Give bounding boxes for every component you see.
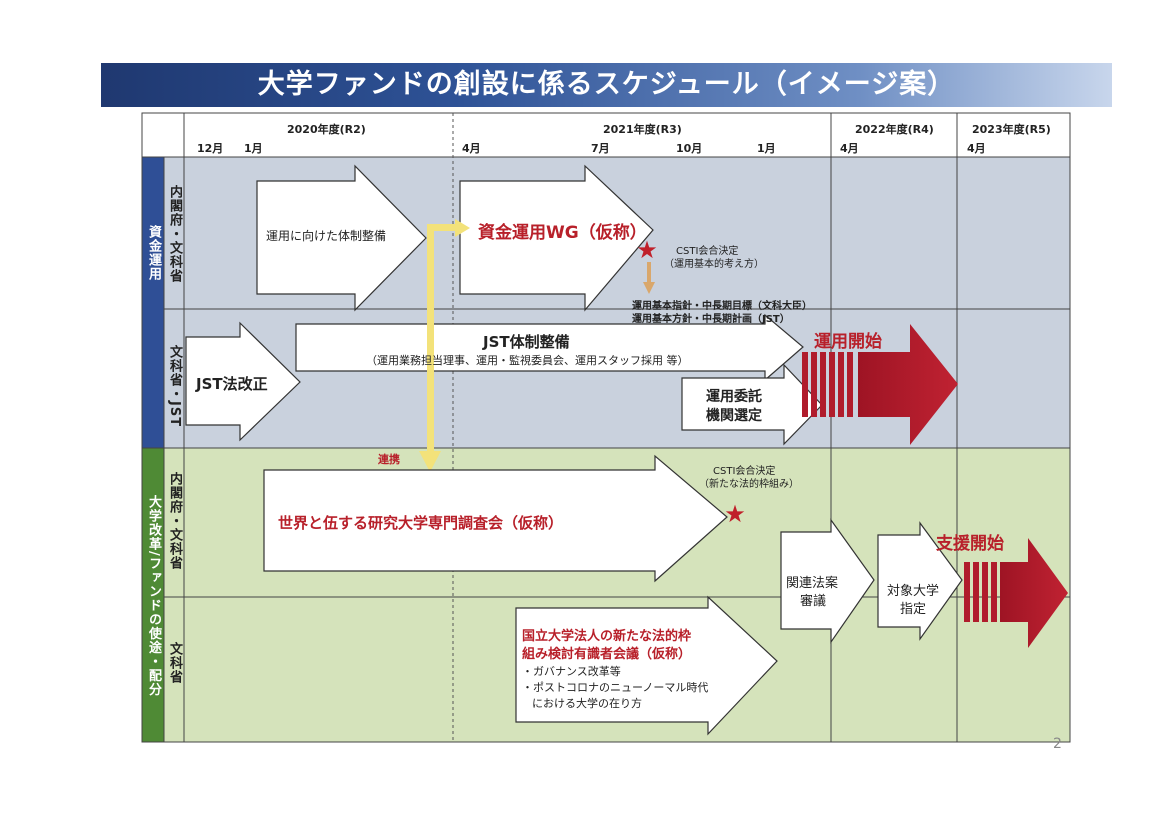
page-title: 大学ファンドの創設に係るスケジュール（イメージ案）: [101, 63, 1112, 107]
csti2-line2: （新たな法的枠組み）: [699, 479, 799, 490]
bill-line1: 関連法案: [786, 576, 839, 591]
fy-2021: 2021年度(R3): [603, 123, 682, 136]
jst-system-sub: （運用業務担当理事、運用・監視委員会、運用スタッフ採用 等）: [366, 354, 689, 367]
bill-line2: 審議: [800, 594, 827, 609]
jst-system-arrow: [295, 313, 804, 382]
jst-system-label: JST体制整備: [483, 333, 570, 351]
reform-side-bar: [142, 448, 164, 742]
national-line1: 国立大学法人の新たな法的枠: [522, 629, 692, 644]
month-apr-2023: 4月: [967, 142, 986, 155]
entrust-line1: 運用委託: [706, 389, 762, 405]
month-dec: 12月: [197, 142, 224, 155]
csti1-line2: （運用基本的考え方）: [664, 259, 764, 270]
bullet-post-corona: ・ポストコロナのニューノーマル時代: [522, 681, 709, 694]
start-management-label: 運用開始: [814, 332, 882, 352]
policy-line2: 運用基本方針・中長期計画（JST）: [632, 314, 790, 325]
fund-side-bar: [142, 157, 164, 448]
bill-arrow: [780, 518, 875, 644]
expert-panel-label: 世界と伍する研究大学専門調査会（仮称）: [278, 514, 564, 532]
section-fund-management: 資金運用: [146, 225, 161, 281]
cooperation-label: 連携: [378, 453, 400, 466]
start-support-arrow: [964, 538, 1068, 648]
system-prep-arrow: [256, 164, 427, 312]
policy-line1: 運用基本指針・中長期目標（文科大臣）: [632, 301, 812, 312]
wg-label: 資金運用WG（仮称）: [478, 223, 647, 243]
row-label-2: 文科省・JST: [167, 345, 182, 428]
jst-law-label: JST法改正: [196, 375, 268, 393]
national-line2: 組み検討有識者会議（仮称）: [522, 647, 692, 662]
row-label-4: 文科省: [167, 642, 182, 684]
expert-panel-arrow: [263, 454, 728, 583]
csti1-line1: CSTI会合決定: [676, 246, 739, 257]
reform-label-col: [164, 448, 184, 742]
fy-2023: 2023年度(R5): [972, 123, 1051, 136]
target-line1: 対象大学: [887, 584, 940, 599]
fy-2020: 2020年度(R2): [287, 123, 366, 136]
page-number: 2: [1053, 736, 1062, 752]
target-arrow: [877, 521, 963, 641]
month-jan-2: 1月: [757, 142, 776, 155]
bullet-university-role: における大学の在り方: [532, 697, 642, 710]
jst-law-arrow: [185, 321, 301, 442]
entrust-arrow: [681, 363, 823, 446]
fy-2022: 2022年度(R4): [855, 123, 934, 136]
wg-arrow: [459, 164, 654, 312]
row-label-3: 内閣府・文科省: [167, 472, 182, 570]
month-apr: 4月: [462, 142, 481, 155]
month-apr-2022: 4月: [840, 142, 859, 155]
month-jul: 7月: [591, 142, 610, 155]
month-jan: 1月: [244, 142, 263, 155]
row-label-1: 内閣府・文科省: [167, 185, 182, 283]
month-oct: 10月: [676, 142, 703, 155]
csti-star-1: ★: [636, 236, 658, 264]
system-prep-label: 運用に向けた体制整備: [266, 229, 387, 243]
link-arrows: [419, 219, 470, 472]
csti2-line1: CSTI会合決定: [713, 466, 776, 477]
csti-star-2: ★: [724, 500, 746, 528]
fund-label-col: [164, 157, 184, 448]
start-management-arrow: [802, 324, 958, 445]
bullet-governance: ・ガバナンス改革等: [522, 665, 621, 678]
header-area: [142, 113, 1070, 157]
national-university-arrow: [515, 595, 778, 736]
start-support-label: 支援開始: [936, 534, 1004, 554]
target-line2: 指定: [900, 602, 927, 617]
entrust-line2: 機関選定: [706, 408, 762, 424]
section-university-reform: 大学改革/ファンドの使途・配分: [146, 495, 161, 697]
